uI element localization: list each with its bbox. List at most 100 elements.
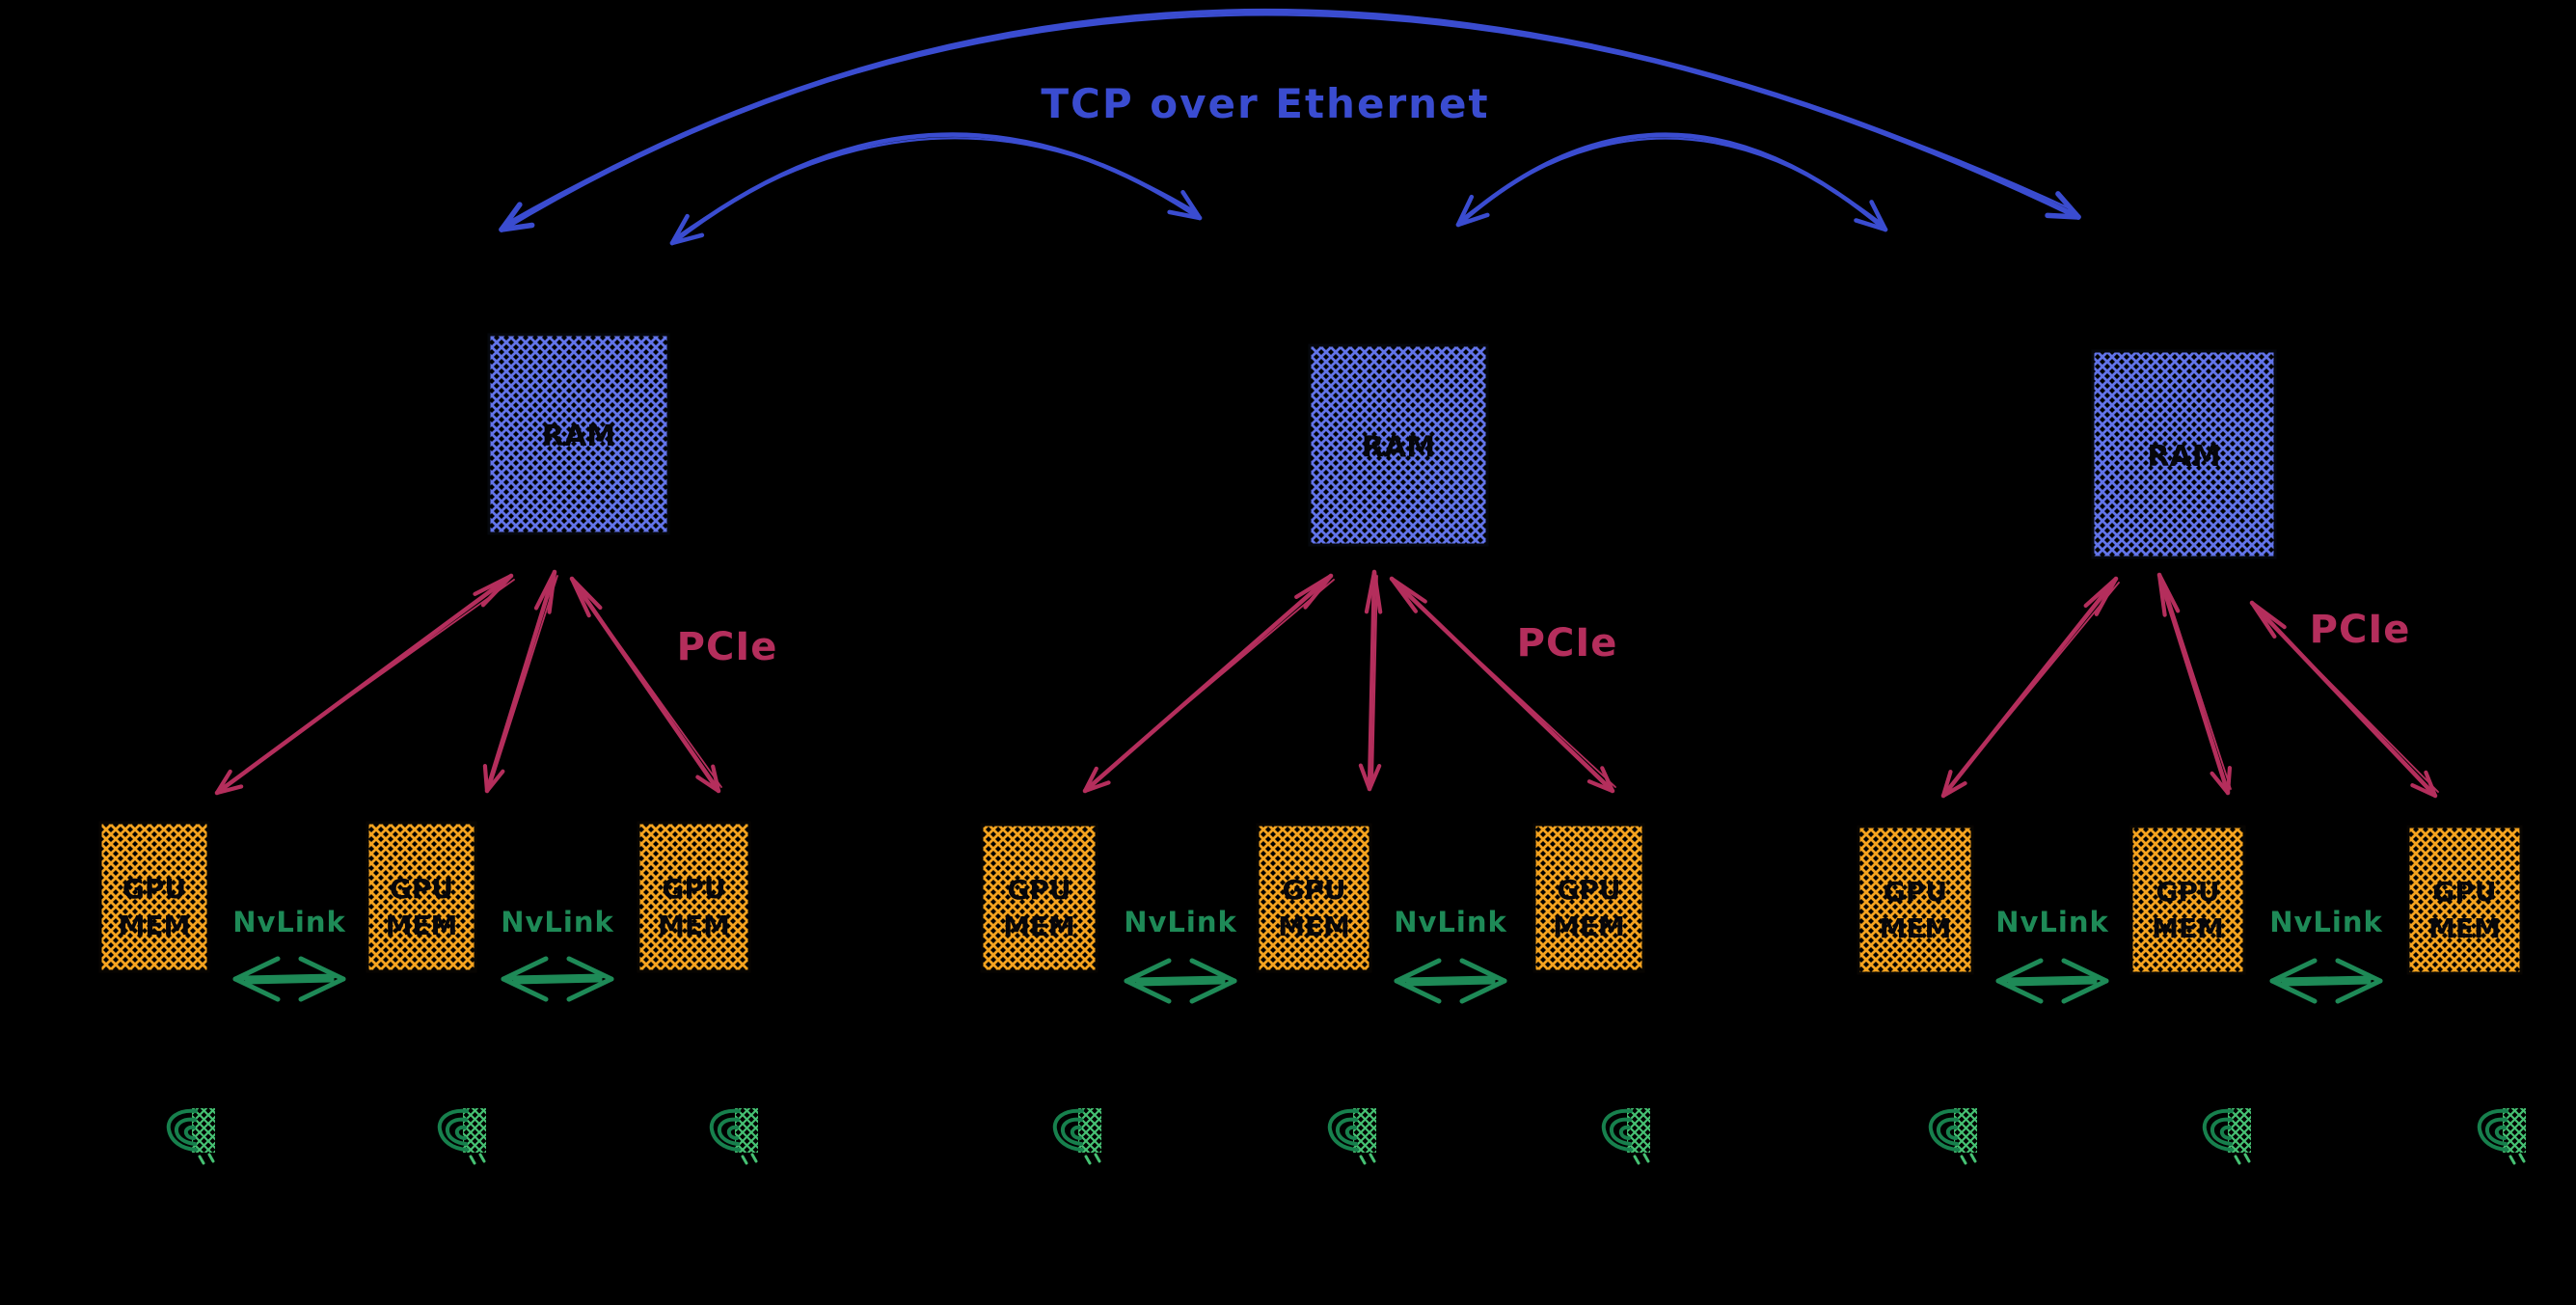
pcie-arrowhead-down	[2424, 770, 2438, 799]
nvidia-logo-swirl	[1928, 1108, 1960, 1152]
nvidia-logo-sketch-mark	[1633, 1155, 1641, 1165]
ethernet-arc-machine1-machine2	[669, 132, 1203, 246]
nvidia-logo-swirl	[1609, 1117, 1632, 1146]
nvidia-logo-swirl	[166, 1108, 198, 1152]
nvlink-arrow-stroke	[244, 977, 335, 985]
nvidia-logo-swirl	[726, 1125, 739, 1140]
nvlink-label: NvLink	[232, 906, 346, 938]
ethernet-arrowhead	[2055, 191, 2081, 220]
pcie-arrowhead-up	[569, 576, 591, 618]
gpu-label-line1: GPU	[1557, 874, 1620, 906]
nvlink-arrow-icon	[1124, 958, 1237, 1004]
nvlink-arrow-stroke	[1124, 978, 1172, 1004]
pcie-arrowhead-down	[1367, 763, 1382, 792]
nvidia-logo-sketch-mark	[741, 1155, 748, 1165]
nvlink-arrow-stroke	[508, 973, 605, 981]
nvidia-logo-hatch	[2503, 1108, 2526, 1153]
gpu-label-line2: MEM	[386, 910, 458, 941]
nvlink-arrow-icon	[2269, 958, 2383, 1004]
nvlink-arrow-icon	[1394, 958, 1507, 1004]
nvlink-arrow-stroke	[1401, 975, 1498, 983]
nvlink-arrow-stroke	[1131, 975, 1228, 983]
nvidia-logo-swirl	[1052, 1108, 1084, 1152]
nvlink-label: NvLink	[501, 906, 614, 938]
nvidia-logo-swirl	[454, 1125, 467, 1140]
nvidia-logo-sketch-mark	[2508, 1155, 2516, 1165]
nvidia-logo-swirl	[445, 1117, 468, 1146]
gpu-mem-rect	[1857, 825, 1974, 975]
nvlink-arrow-stroke	[2281, 979, 2372, 987]
nvidia-logo-sketch-mark	[1359, 1155, 1367, 1165]
nvidia-logo-hatch	[2228, 1108, 2251, 1153]
nvidia-logo-swirl	[1070, 1125, 1082, 1140]
nvlink-label: NvLink	[1394, 906, 1507, 938]
pcie-label: PCIe	[677, 625, 778, 669]
nvidia-logo-icon	[2202, 1108, 2251, 1165]
pcie-arrowhead-down	[1940, 781, 1967, 799]
nvlink-arrow-icon	[1995, 958, 2109, 1004]
nvlink-arrow-stroke	[512, 977, 603, 985]
gpu-label-line1: GPU	[662, 873, 725, 905]
nvlink-arrow-stroke	[2061, 958, 2109, 984]
gpu-label-line1: GPU	[1282, 874, 1345, 906]
nvlink-arrow-stroke	[240, 973, 337, 981]
pcie-arrowhead-down	[711, 764, 721, 794]
ethernet-arcs	[499, 8, 2081, 246]
nvidia-logo-icon	[2477, 1108, 2526, 1165]
nvidia-logo-swirl	[2484, 1117, 2508, 1146]
pcie-arrowhead-down	[214, 784, 244, 796]
gpu-label-line1: GPU	[2432, 876, 2496, 908]
ethernet-arc-stroke-sketch	[503, 14, 2075, 226]
pcie-bus-2	[1082, 569, 1616, 794]
ethernet-arrowhead	[1180, 189, 1203, 221]
nvidia-logo-hatch	[735, 1108, 758, 1153]
gpu-label-line2: MEM	[2152, 912, 2224, 944]
nvlink-arrow-icon	[232, 956, 346, 1002]
ram-label: RAM	[2147, 440, 2220, 474]
pcie-arrowhead-up	[1364, 569, 1377, 614]
pcie-arrow-sketch	[1371, 575, 1378, 786]
gpu-mem-rect	[366, 821, 477, 973]
ethernet-arrowhead	[1869, 200, 1888, 232]
nvlink-arrow-stroke	[501, 956, 549, 982]
pcie-arrowhead-down	[1082, 766, 1098, 794]
nvidia-logo-icon	[709, 1108, 758, 1165]
nvlink-label: NvLink	[1124, 906, 1237, 938]
ethernet-arrowhead	[1455, 212, 1490, 228]
gpu-label-line1: GPU	[122, 873, 186, 905]
nvidia-logo-swirl	[1335, 1117, 1358, 1146]
nvidia-logo-swirl	[2477, 1108, 2508, 1152]
pcie-arrowhead-down	[482, 763, 490, 794]
pcie-arrowhead-down	[214, 769, 232, 796]
nvlink-arrow-stroke	[1995, 958, 2044, 984]
nvidia-logo-swirl	[1601, 1108, 1633, 1152]
ethernet-arrowhead	[669, 232, 705, 246]
nvlink-arrow-stroke	[2335, 958, 2383, 984]
gpu-label-line2: MEM	[1880, 912, 1952, 944]
nvlink-arrow-stroke	[1394, 978, 1442, 1004]
nvlink-arrow-stroke	[1189, 958, 1237, 984]
pcie-arrowhead-up	[2156, 572, 2167, 617]
pcie-arrowhead-up	[569, 576, 603, 611]
nvlink-arrow-stroke	[1459, 978, 1507, 1004]
nvidia-logo-sketch-mark	[2234, 1155, 2241, 1165]
ethernet-arrowhead	[1167, 209, 1203, 221]
nvlink-arrow-stroke	[2335, 978, 2383, 1004]
nvlink-arrow-stroke	[2061, 978, 2109, 1004]
nvidia-logo-sketch-mark	[469, 1155, 476, 1165]
nvlink-arrow-stroke	[232, 976, 281, 1002]
ethernet-arc-stroke-sketch	[674, 137, 1197, 239]
ram-label: RAM	[542, 420, 615, 453]
pcie-arrowhead-up	[1294, 573, 1334, 600]
nvidia-logo-hatch	[192, 1108, 215, 1153]
nvlink-arrow-stroke	[2277, 975, 2373, 983]
nvidia-logo-swirl	[183, 1125, 196, 1140]
